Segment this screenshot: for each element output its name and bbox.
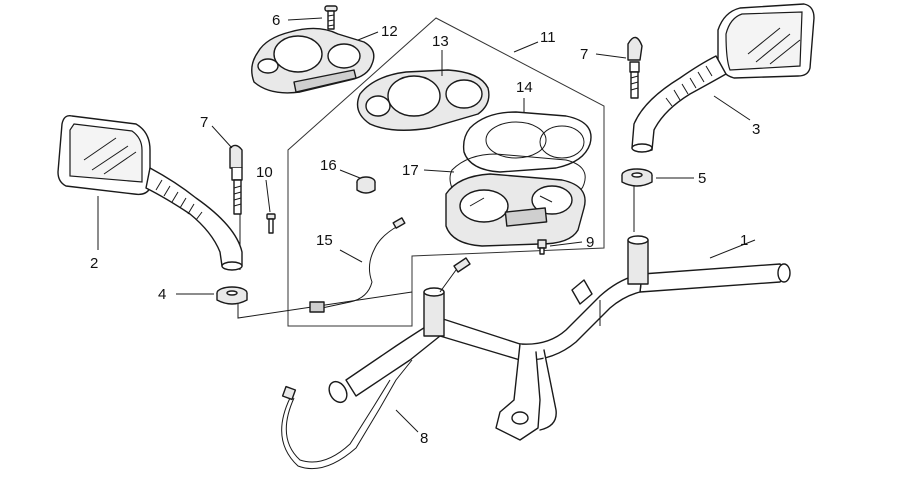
callout-12: 12 <box>381 23 398 40</box>
screw-10 <box>266 213 276 234</box>
speedometer-cable <box>281 359 413 470</box>
bulb-9 <box>537 239 547 255</box>
instrument-body <box>445 173 586 247</box>
callout-7-right: 7 <box>580 46 588 63</box>
screw-6 <box>324 5 338 30</box>
callout-4: 4 <box>158 286 166 303</box>
callout-16: 16 <box>320 157 337 174</box>
callout-13: 13 <box>432 33 449 50</box>
callout-6: 6 <box>272 12 280 29</box>
handlebar <box>328 235 791 441</box>
callout-5: 5 <box>698 170 706 187</box>
callout-14: 14 <box>516 79 533 96</box>
callout-11: 11 <box>540 29 556 46</box>
right-mirror <box>631 3 815 153</box>
callout-7-left: 7 <box>200 114 208 131</box>
instrument-bezel <box>462 111 592 173</box>
callout-1: 1 <box>740 232 748 249</box>
guide-line-left-mirror <box>237 291 413 319</box>
instrument-lens <box>356 69 490 131</box>
washer-right <box>621 168 653 187</box>
callout-15: 15 <box>316 232 333 249</box>
callout-9: 9 <box>586 234 594 251</box>
washer-left <box>216 286 248 305</box>
bolt-left <box>229 144 243 215</box>
callout-3: 3 <box>752 121 760 138</box>
wire-harness <box>309 217 406 313</box>
assembly-frame <box>287 17 605 327</box>
leader-lines <box>97 17 756 433</box>
grommet <box>356 176 376 194</box>
instrument-cover <box>251 27 375 94</box>
callout-17: 17 <box>402 162 419 179</box>
bolt-right <box>627 36 643 99</box>
callout-2: 2 <box>90 255 98 272</box>
left-mirror <box>57 114 243 271</box>
callout-10: 10 <box>256 164 273 181</box>
callout-8: 8 <box>420 430 428 447</box>
